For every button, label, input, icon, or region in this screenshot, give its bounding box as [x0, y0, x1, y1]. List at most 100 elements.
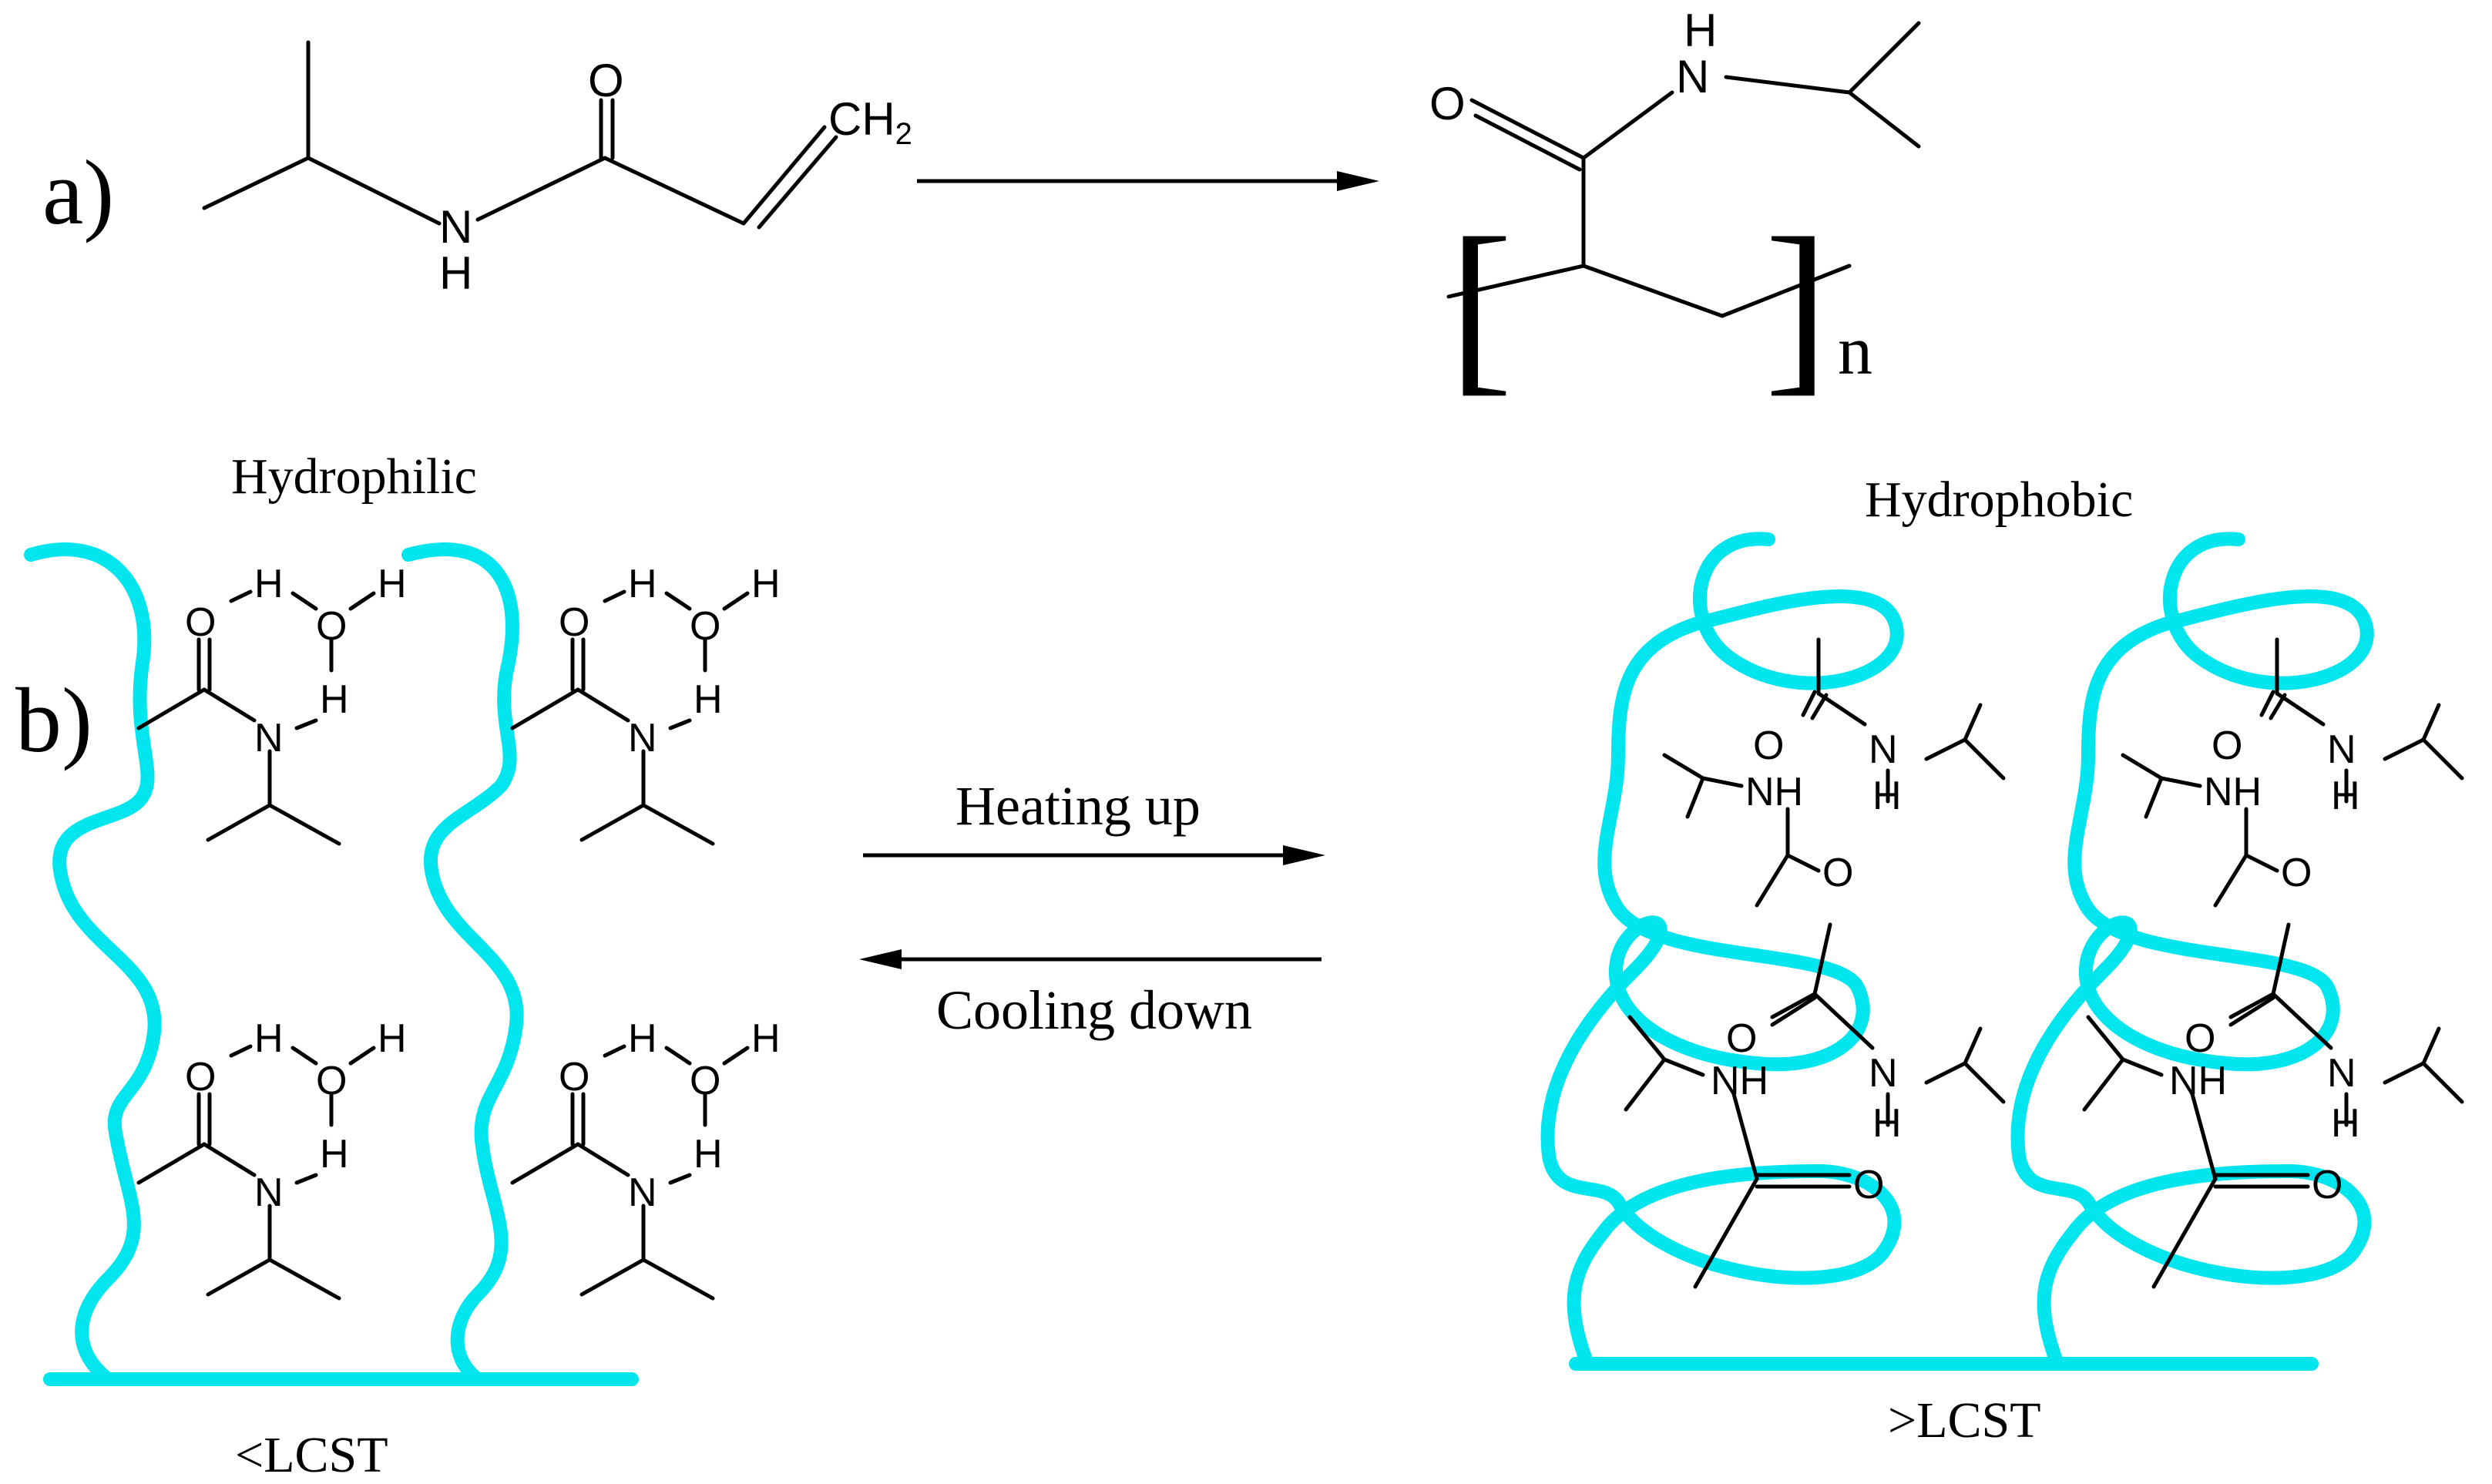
amide-n-atom: N [628, 1170, 657, 1215]
amide-bond [1801, 690, 1817, 717]
hydrophilic-label: Hydrophilic [231, 448, 477, 505]
water-o-atom: O [690, 604, 720, 649]
isopropyl-bonds [2383, 1061, 2464, 1104]
water-h-atom-2: H [320, 1132, 349, 1177]
extended-chain-2 [401, 542, 524, 1386]
cooling-label: Cooling down [936, 979, 1252, 1041]
amide-isopropyl-bonds [579, 1257, 715, 1301]
amide-h-atom: H [254, 1016, 284, 1061]
amide-backbone-bond [136, 687, 207, 730]
polymer-co-bond-1 [1469, 98, 1586, 160]
heating-arrow: Heating up [863, 775, 1325, 865]
polymer-c-n-bond [1581, 90, 1674, 160]
amide-bond [1770, 992, 1817, 1019]
isopropyl-bonds [2383, 737, 2464, 781]
isopropyl-methyl [2421, 703, 2441, 742]
amide-co [1770, 995, 1817, 1027]
amide-bond [2271, 922, 2291, 996]
amide-bond [1662, 1057, 1705, 1077]
amide-c-n-bond [576, 687, 630, 723]
panel-b-label: b) [15, 669, 92, 771]
water-o-atom: O [316, 1059, 347, 1103]
hydrated-amide-group-3: O H O H H N [136, 1016, 407, 1301]
water-h-o-bond [664, 1046, 692, 1066]
monomer-c-c-bond [603, 156, 746, 226]
amide-n-atom: N [628, 716, 657, 760]
isopropyl-methyl [2144, 776, 2164, 819]
isopropyl-methyl [1963, 1026, 1983, 1066]
o-atom: O [1853, 1163, 1884, 1207]
monomer-o-atom: O [588, 55, 624, 106]
water-h-atom-2: H [694, 677, 723, 722]
water-h-atom-2: H [694, 1132, 723, 1177]
water-h-o-bond [664, 591, 692, 611]
water-o-atom: O [690, 1059, 720, 1103]
hydrophilic-state: O H O H H N O H O [24, 542, 781, 1386]
polymer-open-bracket: [ [1449, 199, 1513, 412]
amide-bond [1693, 1177, 1759, 1289]
nh-group: NH [1745, 770, 1803, 814]
monomer-vinyl-bond-1 [741, 125, 827, 226]
o-atom: O [1753, 724, 1784, 768]
n-atom: N [2327, 727, 2356, 772]
amide-bond [2121, 1057, 2164, 1077]
panel-a-label: a) [42, 141, 114, 243]
amide-o-atom: O [559, 600, 589, 645]
hbond-h-n [294, 718, 318, 730]
h-atom: H [1872, 1101, 1902, 1146]
hbond-o-h [229, 1044, 253, 1058]
isopropyl-methyl [1685, 776, 1705, 819]
amide-co [2228, 995, 2275, 1027]
cooling-arrow-head [859, 949, 902, 969]
extended-chain-1 [24, 542, 162, 1386]
o-atom: O [1726, 1016, 1757, 1061]
heating-arrow-head [1283, 845, 1325, 865]
water-h-o-bond [291, 591, 318, 611]
amide-bond [2151, 1177, 2218, 1289]
hbond-h-n [668, 718, 692, 730]
monomer-n-c-bond [475, 156, 607, 222]
monomer-ch2-group: CH2 [828, 93, 912, 151]
isopropyl-methyl [2421, 1026, 2441, 1066]
n-atom: N [1869, 727, 1898, 772]
water-o-h-bond [722, 1046, 750, 1066]
above-lcst-label: >LCST [1888, 1392, 2041, 1449]
nh-group: NH [1711, 1059, 1768, 1103]
polymer-h-atom: H [1684, 5, 1717, 56]
hbond-o-h [229, 589, 253, 603]
polymer-methyl-bond [1847, 21, 1921, 95]
o-atom: O [2281, 851, 2312, 895]
collapsed-amide-groups-2: O N H NH O O N H NH O [2082, 637, 2464, 1289]
collapsed-amide-groups-1: O N H NH O O N H NH O [1624, 637, 2006, 1289]
amide-bond [1755, 853, 1790, 908]
polymerization-arrow [917, 171, 1379, 191]
amide-co [1785, 853, 1821, 873]
amide-c-n-bond [202, 1142, 257, 1177]
monomer-isopropyl-bonds [202, 156, 442, 226]
amide-h-atom: H [628, 1016, 657, 1061]
polymer-isopropyl-bonds [1724, 75, 1921, 149]
amide-isopropyl-bonds [206, 803, 341, 846]
monomer-h-atom: H [439, 247, 472, 299]
monomer-n-atom: N [439, 201, 472, 253]
collapsed-coil-1 [1540, 532, 1904, 1371]
hydrophobic-label: Hydrophobic [1865, 472, 2133, 528]
amide-h-atom: H [628, 562, 657, 606]
amide-c-n-bond [202, 687, 257, 723]
pnipam-polymer: O H N [ ] n [1429, 5, 1921, 412]
amide-bond [2269, 693, 2287, 720]
n-atom: N [2327, 1051, 2356, 1096]
monomer-ch-text: CH [828, 93, 895, 145]
amide-bond [2271, 992, 2333, 1050]
water-o-h-bond [722, 591, 750, 611]
nipam-monomer: N H O CH2 [202, 40, 912, 299]
panel-b: b) Hydrophilic Hydrophobic <LCST >LCST H… [15, 448, 2464, 1483]
hydrophobic-state: O N H NH O O N H NH O [1540, 532, 2464, 1371]
water-h-atom-1: H [378, 1016, 407, 1061]
amide-n-atom: N [254, 1170, 284, 1215]
amide-o-atom: O [185, 600, 216, 645]
water-h-atom-1: H [751, 1016, 781, 1061]
water-h-o-bond [291, 1046, 318, 1066]
heating-label: Heating up [955, 775, 1201, 837]
water-o-atom: O [316, 604, 347, 649]
